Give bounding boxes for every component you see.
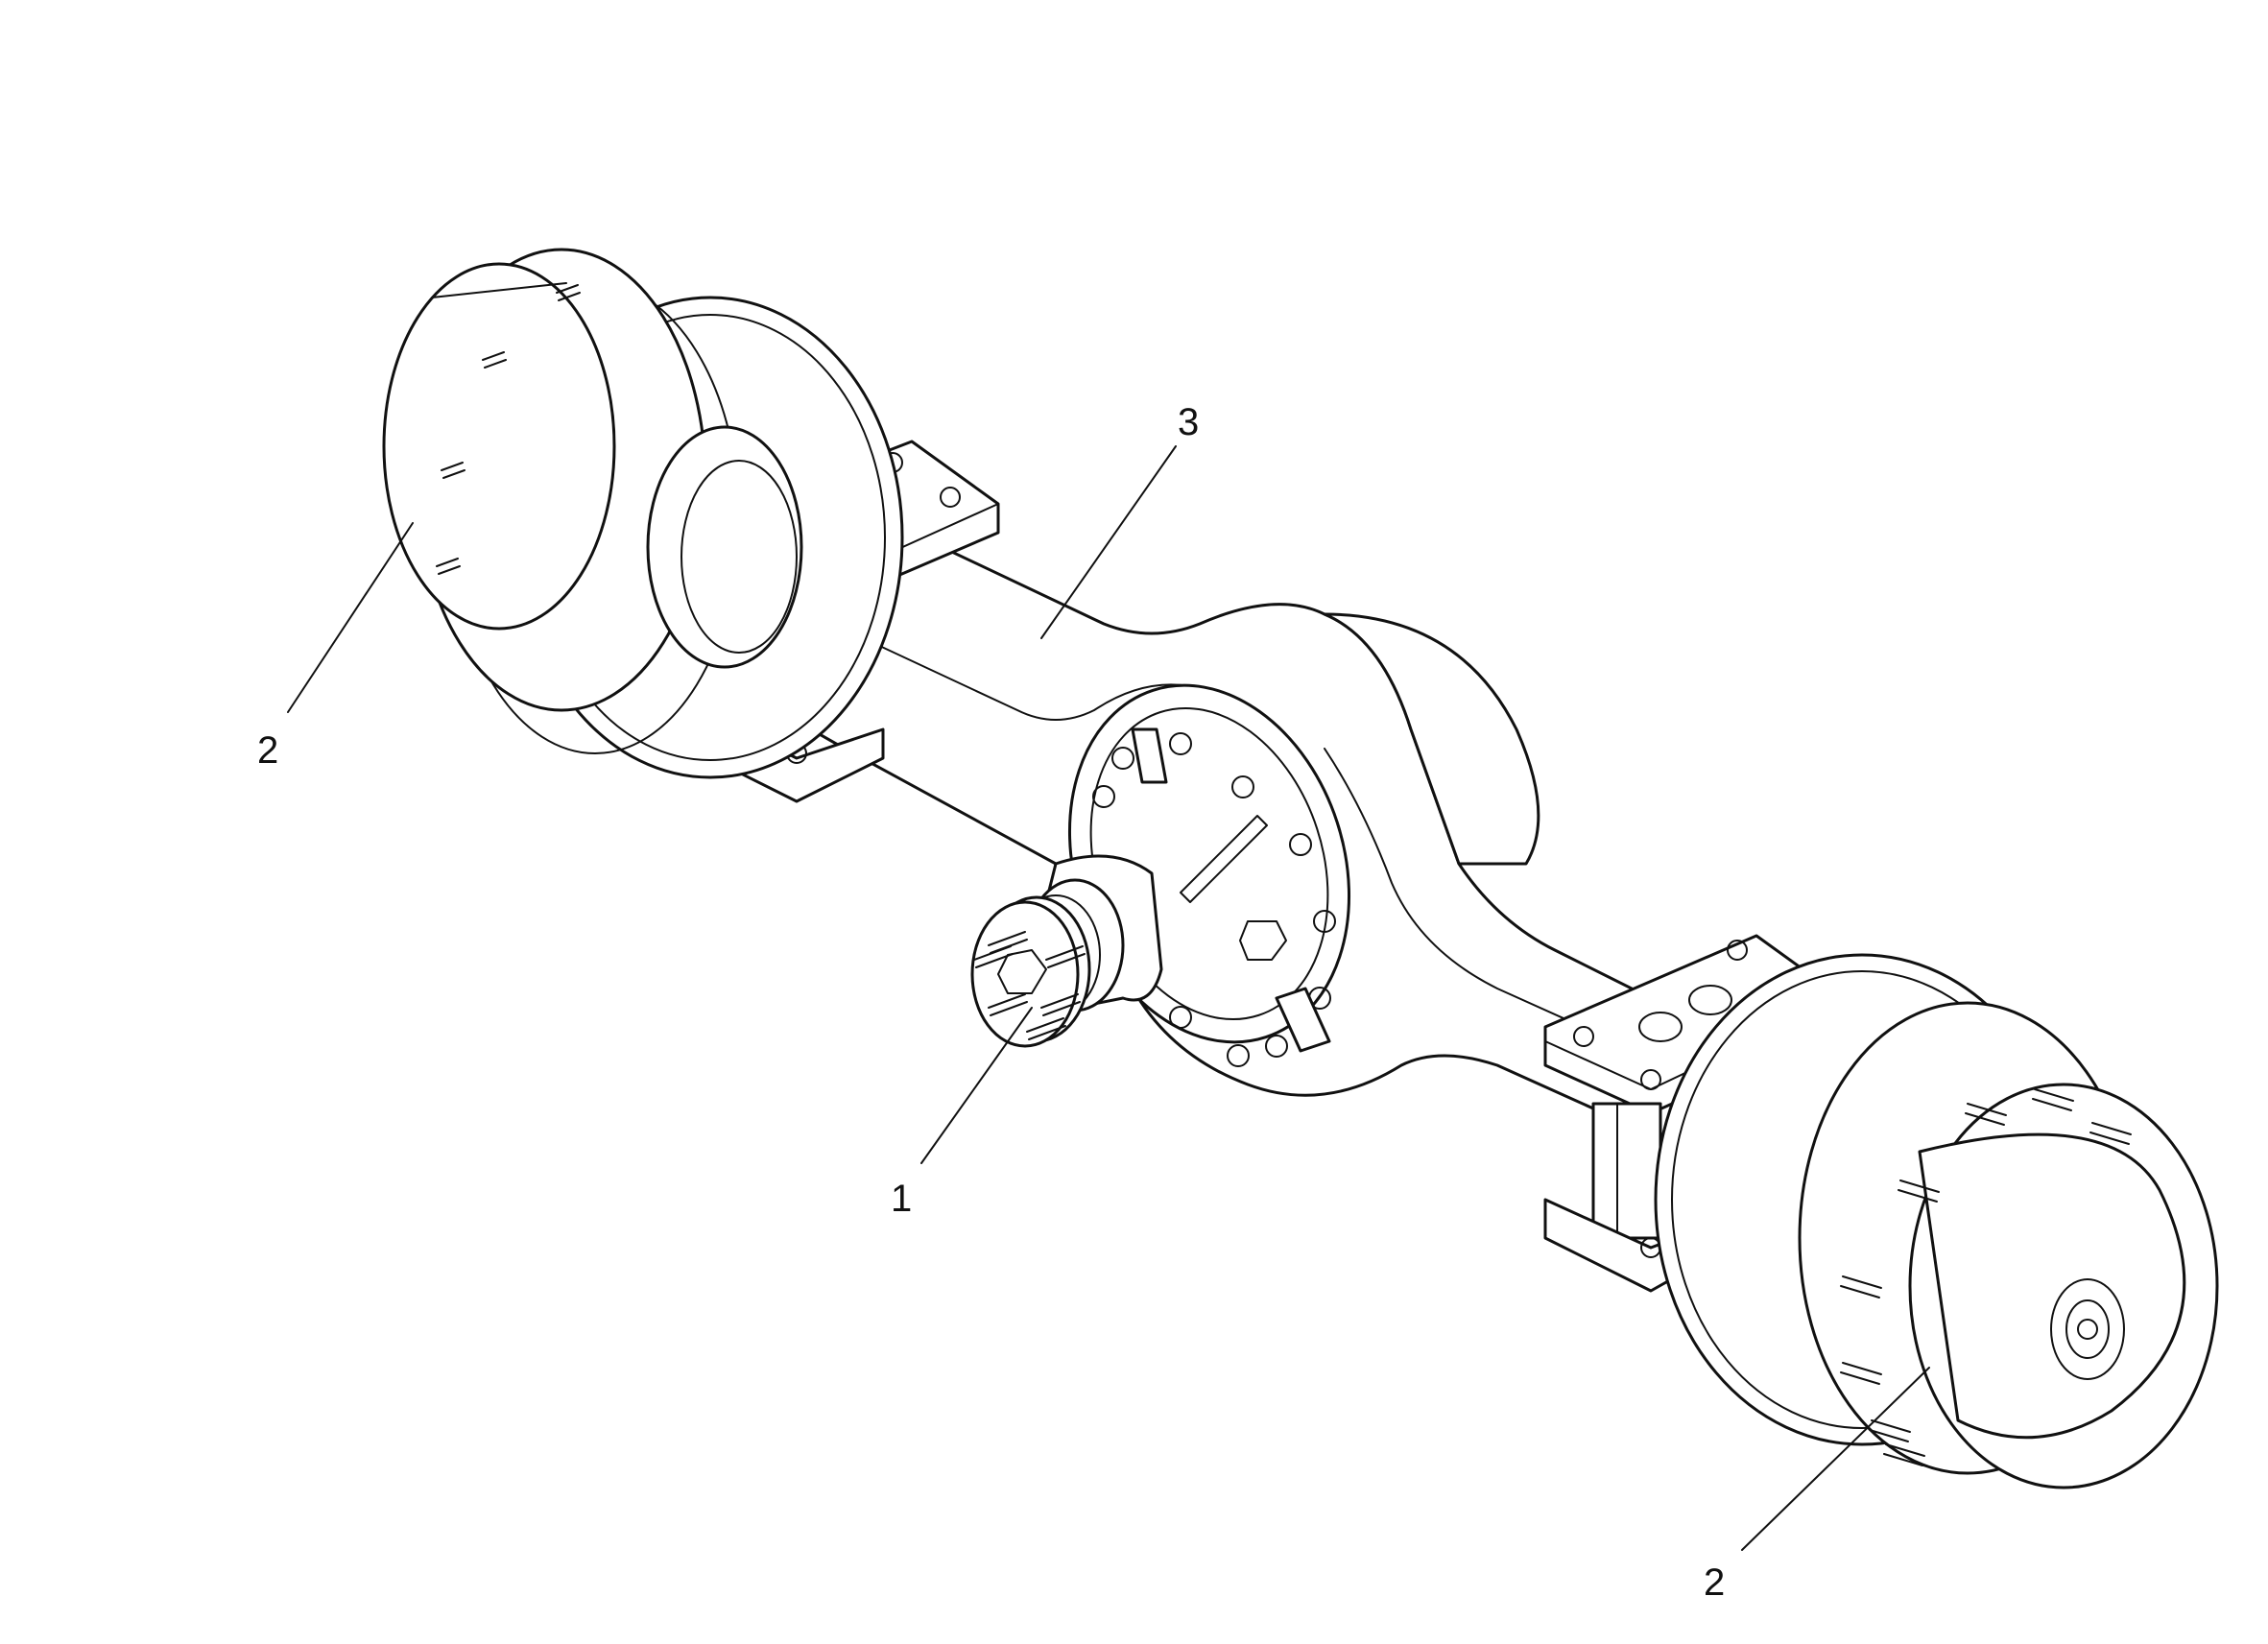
leader-line-hub-right [1741,1367,1930,1551]
callout-labels: 2 3 1 2 [257,401,1725,1604]
callout-label-hub-right: 2 [1704,1561,1725,1604]
leader-line-flange [920,1007,1033,1164]
wheel-hub-left [382,248,904,779]
left-hub-studs [436,284,581,575]
input-flange [970,895,1091,1048]
callout-label-flange: 1 [891,1178,912,1220]
leader-line-housing [1040,445,1177,639]
callout-label-hub-left: 2 [257,729,278,772]
carrier-bolts [1092,732,1336,1067]
differential-carrier [1011,683,1351,1067]
wheel-hub-right [1654,953,2219,1489]
right-hub-studs [1840,1088,2132,1466]
flange-studs [973,931,1086,1040]
callout-label-housing: 3 [1178,401,1199,443]
leader-lines [287,445,1930,1551]
leader-line-hub-left [287,522,414,713]
